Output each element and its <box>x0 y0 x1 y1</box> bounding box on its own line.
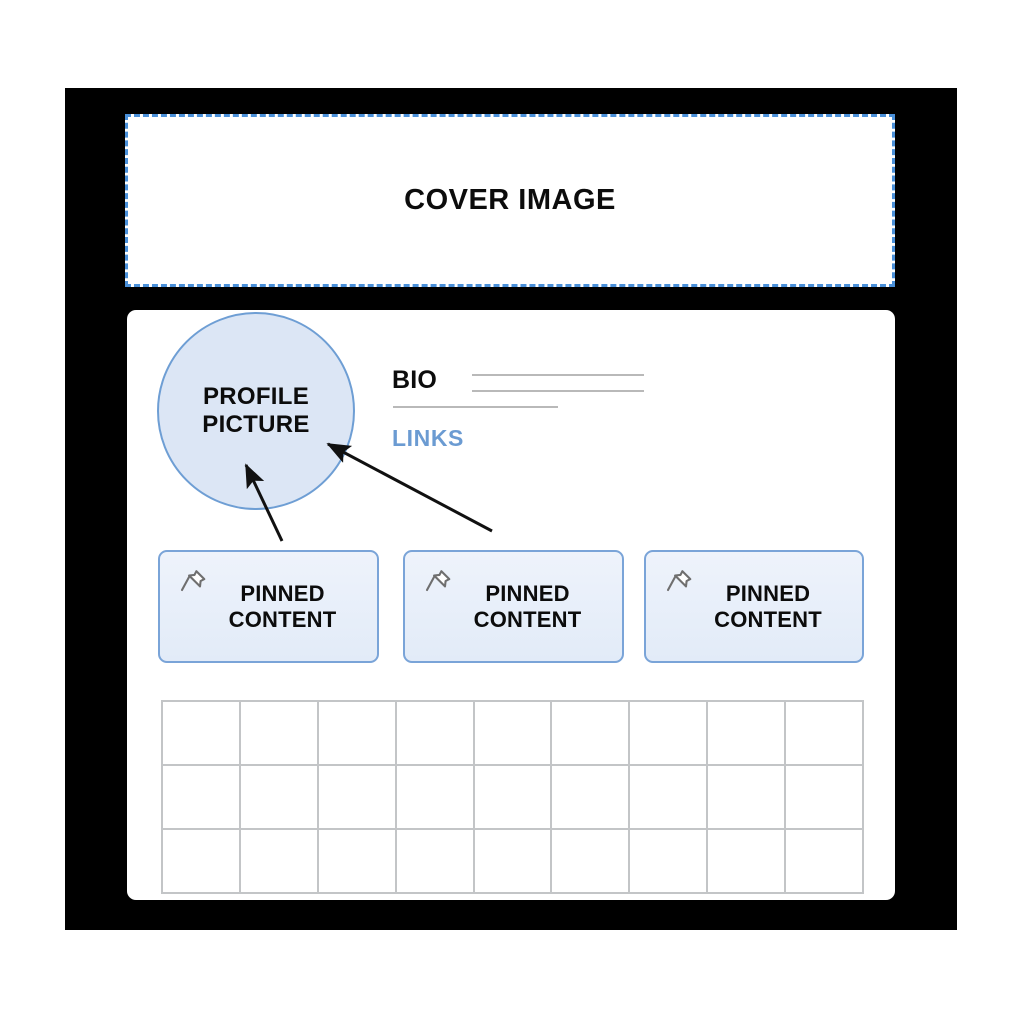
pushpin-icon <box>662 566 696 600</box>
content-grid-cell[interactable] <box>396 766 475 830</box>
cover-image-label: COVER IMAGE <box>404 184 616 216</box>
pinned-content-label: PINNED CONTENT <box>160 581 377 633</box>
profile-picture-label-line2: PICTURE <box>202 411 310 438</box>
content-grid-cell[interactable] <box>552 702 631 766</box>
pinned-content-label: PINNED CONTENT <box>646 581 862 633</box>
pinned-content-label-line2: CONTENT <box>228 606 337 632</box>
content-grid-cell[interactable] <box>630 766 709 830</box>
content-grid-cell[interactable] <box>708 702 787 766</box>
links-label[interactable]: LINKS <box>392 425 464 451</box>
pinned-content-card[interactable]: PINNED CONTENT <box>644 550 864 663</box>
content-grid-cell[interactable] <box>708 766 787 830</box>
content-grid-cell[interactable] <box>396 702 475 766</box>
bio-block: BIO <box>392 368 662 416</box>
content-grid-cell[interactable] <box>552 830 631 894</box>
content-grid-cell[interactable] <box>630 702 709 766</box>
pinned-content-label-line1: PINNED <box>485 580 570 606</box>
content-grid-cell[interactable] <box>630 830 709 894</box>
bio-placeholder-line-3 <box>393 406 558 408</box>
content-grid-cell[interactable] <box>786 702 864 766</box>
content-grid-cell[interactable] <box>163 830 241 894</box>
pushpin-icon <box>421 566 455 600</box>
content-grid-cell[interactable] <box>318 702 397 766</box>
bio-placeholder-line-1 <box>472 374 644 376</box>
content-grid-cell[interactable] <box>708 830 787 894</box>
content-grid-cell[interactable] <box>240 830 319 894</box>
content-grid-cell[interactable] <box>318 766 397 830</box>
content-grid-cell[interactable] <box>396 830 475 894</box>
content-grid-cell[interactable] <box>163 702 241 766</box>
pinned-content-label-line2: CONTENT <box>714 606 822 632</box>
profile-picture-label-line1: PROFILE <box>202 382 310 410</box>
pushpin-icon <box>176 566 210 600</box>
content-grid-cell[interactable] <box>240 702 319 766</box>
content-grid-cell[interactable] <box>474 702 553 766</box>
pinned-content-label-line1: PINNED <box>725 580 811 606</box>
pinned-content-label: PINNED CONTENT <box>405 581 622 633</box>
profile-picture-avatar[interactable]: PROFILE PICTURE <box>157 312 355 510</box>
bio-placeholder-line-2 <box>472 390 644 392</box>
content-grid-cell[interactable] <box>474 830 553 894</box>
pinned-content-row: PINNED CONTENT PINNED CONTENT <box>158 550 864 663</box>
content-grid-cell[interactable] <box>786 830 864 894</box>
pinned-content-label-line1: PINNED <box>240 580 325 606</box>
pinned-content-label-line2: CONTENT <box>473 606 582 632</box>
content-grid <box>161 700 864 894</box>
content-grid-cell[interactable] <box>240 766 319 830</box>
pinned-content-card[interactable]: PINNED CONTENT <box>158 550 379 663</box>
content-grid-cell[interactable] <box>552 766 631 830</box>
pinned-content-card[interactable]: PINNED CONTENT <box>403 550 624 663</box>
content-grid-cell[interactable] <box>318 830 397 894</box>
content-grid-cell[interactable] <box>163 766 241 830</box>
bio-label: BIO <box>392 366 438 394</box>
cover-image-region[interactable]: COVER IMAGE <box>125 114 895 287</box>
content-grid-cell[interactable] <box>474 766 553 830</box>
content-grid-cell[interactable] <box>786 766 864 830</box>
